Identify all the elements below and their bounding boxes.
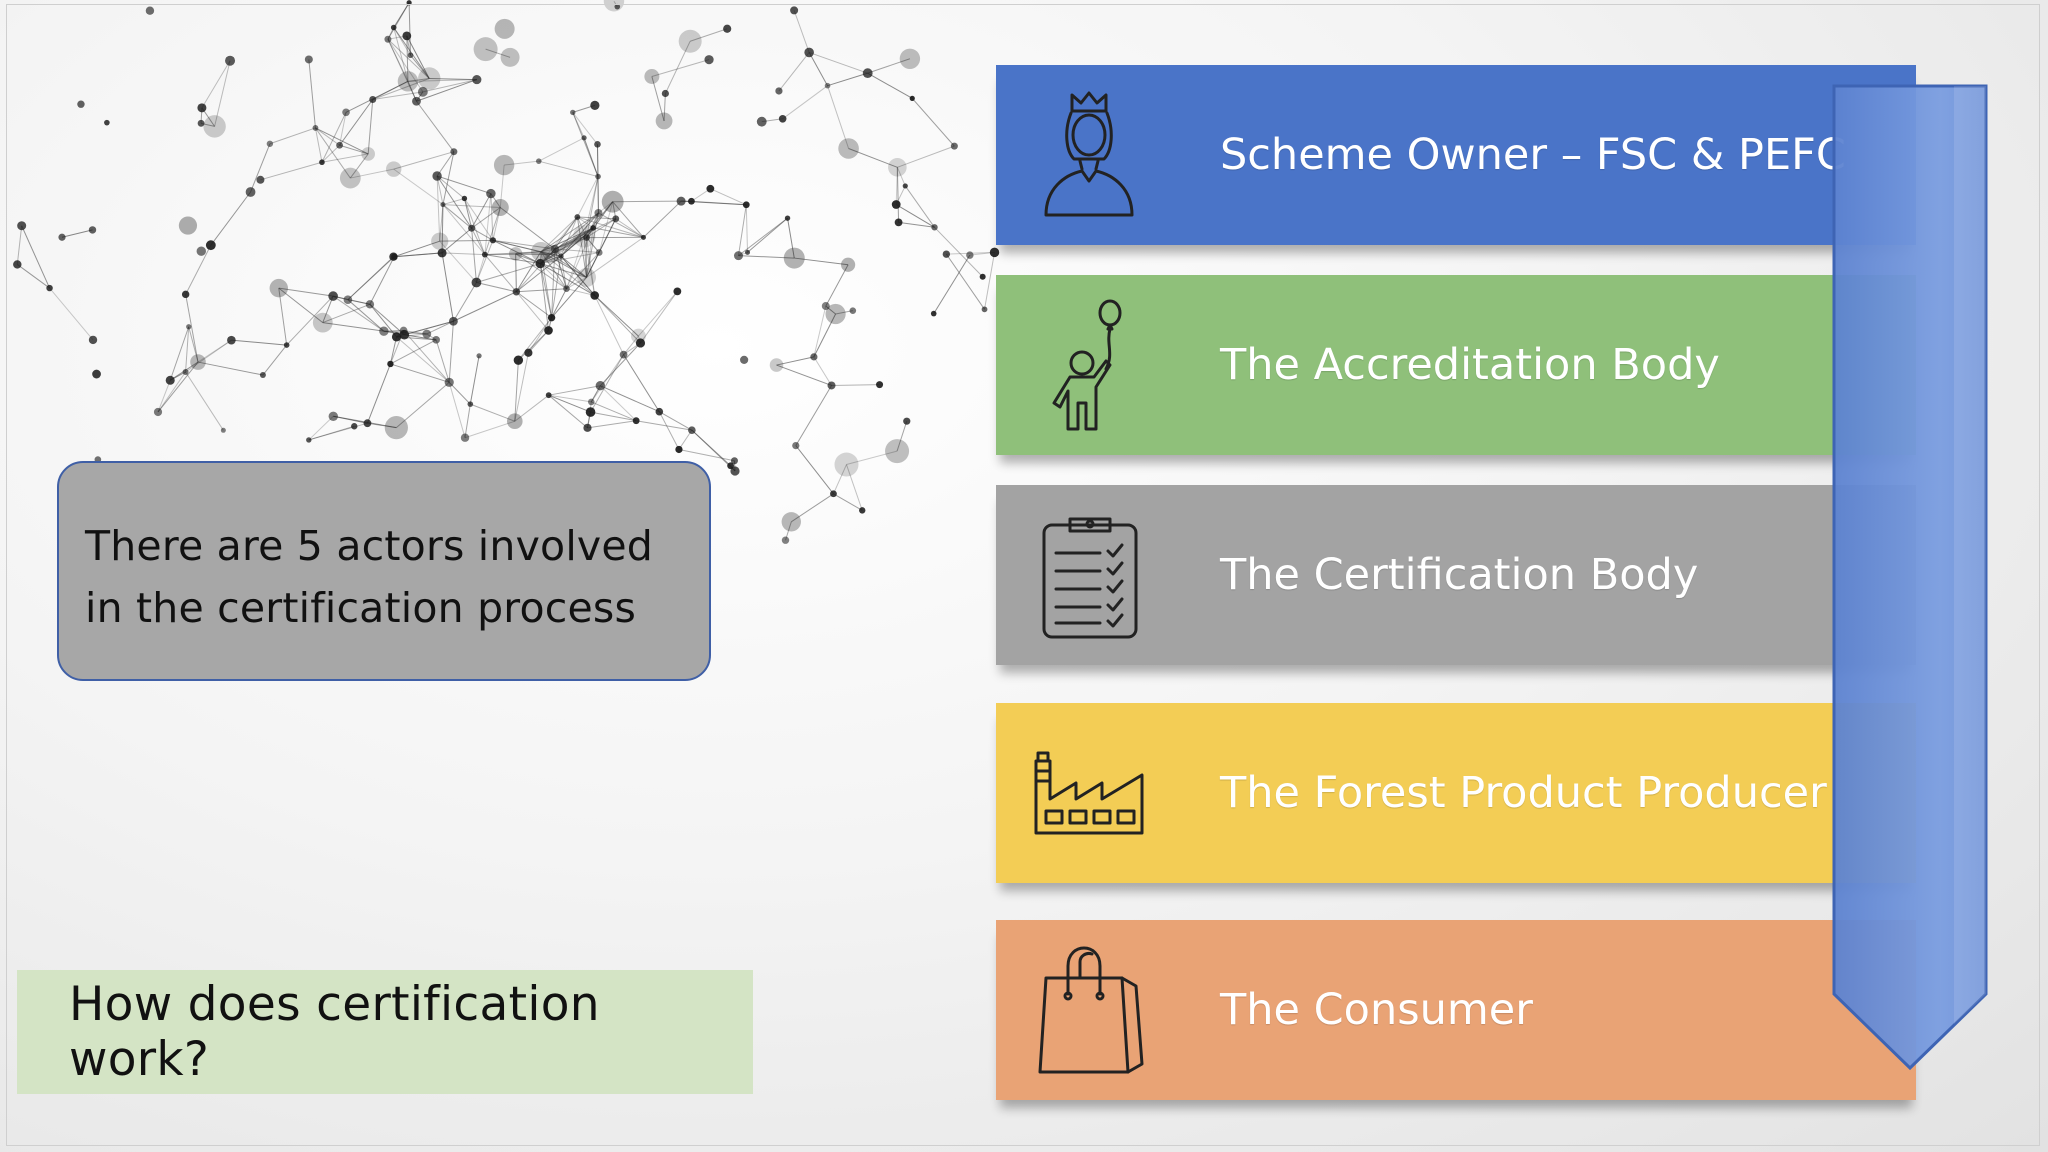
actor-label-scheme-owner: Scheme Owner – FSC & PEFC bbox=[1220, 130, 1846, 180]
actor-label-accreditation-body: The Accreditation Body bbox=[1220, 340, 1720, 390]
actor-label-certification-body: The Certification Body bbox=[1220, 550, 1699, 600]
actor-band-consumer: The Consumer bbox=[996, 920, 1916, 1100]
person-with-balloon-icon bbox=[1024, 299, 1154, 431]
actor-band-scheme-owner: Scheme Owner – FSC & PEFC bbox=[996, 65, 1916, 245]
subtitle-text: How does certification work? bbox=[69, 977, 600, 1087]
network-background-graphic bbox=[13, 0, 1000, 605]
actor-band-certification-body: The Certification Body bbox=[996, 485, 1916, 665]
actor-band-forest-product-producer: The Forest Product Producer bbox=[996, 703, 1916, 883]
network-edges bbox=[16, 0, 996, 594]
actors-callout-text: There are 5 actors involved in the certi… bbox=[85, 522, 654, 632]
crowned-person-icon bbox=[1024, 89, 1154, 221]
factory-icon bbox=[1024, 727, 1154, 859]
actor-label-consumer: The Consumer bbox=[1220, 985, 1533, 1035]
subtitle-box: How does certification work? bbox=[17, 970, 753, 1094]
actor-label-forest-product-producer: The Forest Product Producer bbox=[1220, 768, 1827, 818]
clipboard-checklist-icon bbox=[1024, 509, 1154, 641]
actor-band-accreditation-body: The Accreditation Body bbox=[996, 275, 1916, 455]
network-nodes bbox=[13, 0, 1000, 605]
shopping-bag-icon bbox=[1024, 944, 1154, 1076]
actors-callout-box: There are 5 actors involved in the certi… bbox=[57, 461, 711, 681]
downward-flow-arrow bbox=[1832, 84, 1988, 1071]
